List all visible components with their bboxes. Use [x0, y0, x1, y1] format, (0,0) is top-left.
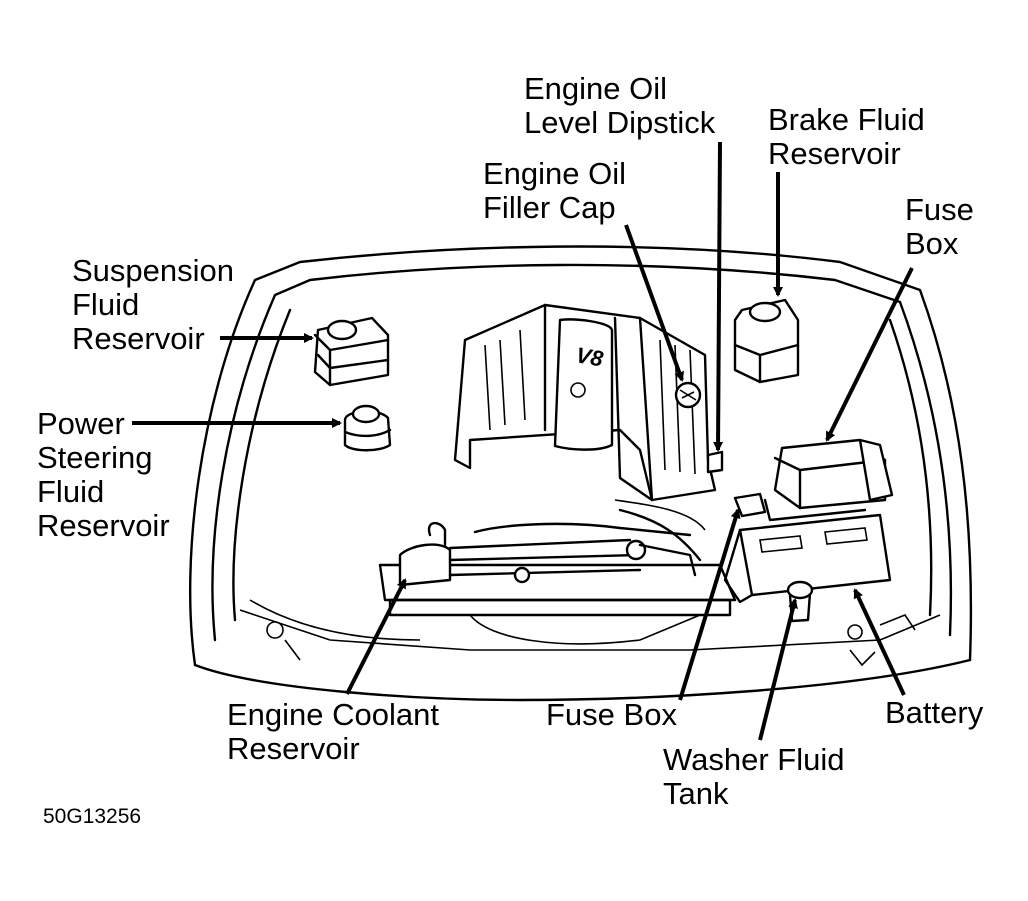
arrow-dipstick: [713, 141, 724, 452]
hood-outline: [189, 245, 973, 702]
coolant-reservoir: [398, 499, 706, 587]
fuse-box-small: [733, 492, 767, 518]
leader-arrows: [132, 141, 914, 741]
engine-cover: [453, 303, 717, 502]
label-fuse-box-bottom: Fuse Box: [546, 697, 677, 732]
arrow-coolant: [345, 578, 407, 695]
power-steering-reservoir: [343, 404, 392, 452]
arrow-fuse-box-bottom: [678, 508, 741, 701]
figure-code: 50G13256: [43, 805, 142, 828]
fuse-box-main: [773, 438, 894, 510]
arrow-washer: [758, 598, 798, 741]
arrow-battery: [853, 588, 906, 696]
suspension-reservoir: [313, 316, 390, 387]
label-battery: Battery: [885, 695, 984, 730]
brake-reservoir: [733, 298, 800, 384]
dipstick-handle: [706, 450, 724, 474]
arrow-filler-cap: [624, 224, 684, 382]
arrow-fuse-box-top: [825, 267, 914, 442]
battery: [723, 498, 892, 604]
engine-cover-badge: V8: [574, 342, 606, 371]
